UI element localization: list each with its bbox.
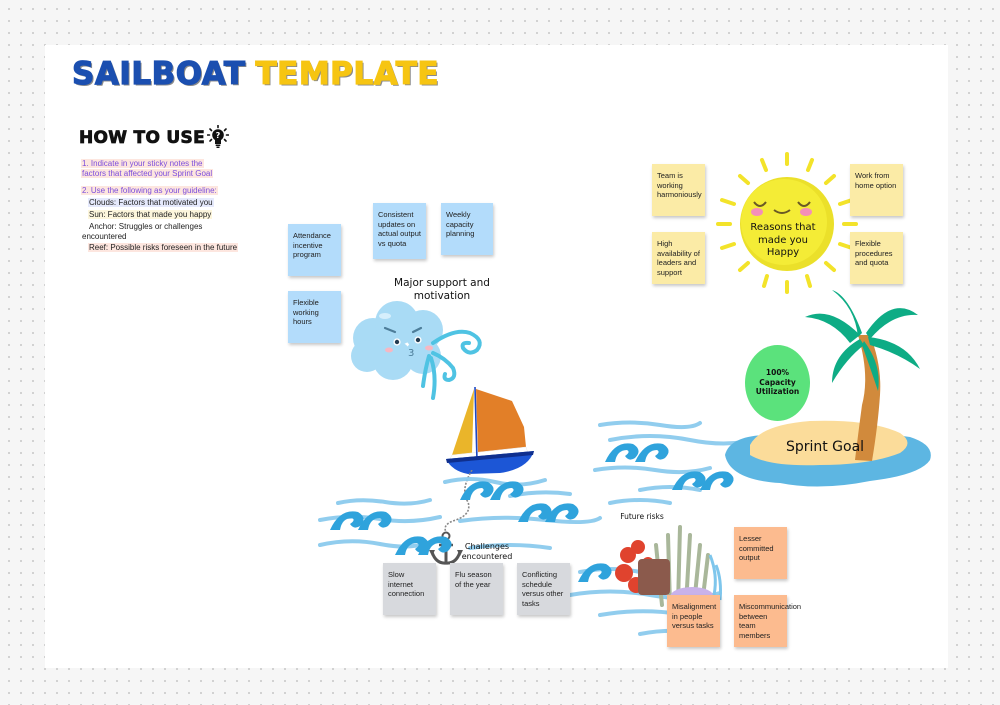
palm-island-icon [725,290,931,487]
sticky-note-sun-3[interactable]: Work from home option [850,164,903,216]
guide-reef: Reef: Possible risks foreseen in the fut… [88,243,239,252]
guide-sun: Sun: Factors that made you happy [88,210,213,219]
how-to-use-heading: HOW TO USE [79,128,205,149]
wave-curl-icon [330,443,734,582]
instruction-step-1: 1. Indicate in your sticky notes the fac… [81,159,214,178]
sticky-note-reef-3[interactable]: Miscommunication between team members [734,595,801,647]
capacity-utilization-badge [745,345,810,421]
ocean-waves [318,420,762,636]
sticky-note-reef-2[interactable]: Misalignment in people versus tasks [667,595,720,647]
lightbulb-question-icon: ? [207,125,229,148]
sticky-note-anchor-2[interactable]: Flu season of the year [450,563,503,615]
sun-label: Reasons that made you Happy [750,222,816,258]
sticky-note-reef-1[interactable]: Lesser committed output [734,527,787,579]
sprint-goal-label: Sprint Goal [785,439,865,455]
sailboat-icon [446,386,534,474]
title-template: TEMPLATE [255,55,440,92]
guide-anchor: Anchor: Struggles or challenges encounte… [82,222,203,241]
sticky-note-cloud-4[interactable]: Weekly capacity planning [441,203,493,255]
svg-text:?: ? [216,131,221,140]
title-sailboat: SAILBOAT [71,55,246,92]
sticky-note-cloud-1[interactable]: Attendance incentive program [288,224,341,276]
sticky-note-sun-2[interactable]: High availability of leaders and support [652,232,705,284]
smiling-sun-icon [716,152,858,294]
sticky-note-cloud-3[interactable]: Consistent updates on actual output vs q… [373,203,426,259]
instruction-step-2: 2. Use the following as your guideline: [81,186,218,195]
sticky-note-cloud-2[interactable]: Flexible working hours [288,291,341,343]
clouds-label: Major support and motivation [394,277,490,302]
sticky-note-anchor-3[interactable]: Conflicting schedule versus other tasks [517,563,570,615]
svg-text:3: 3 [408,348,414,359]
guide-clouds: Clouds: Factors that motivated you [88,198,214,207]
sticky-note-sun-4[interactable]: Flexible procedures and quota [850,232,903,284]
challenges-label: Challenges encountered [461,542,513,561]
wind-cloud-icon: 3 [351,301,482,400]
sticky-note-sun-1[interactable]: Team is working harmoniously [652,164,705,216]
capacity-utilization-label: 100% Capacity Utilization [755,368,800,396]
sticky-note-anchor-1[interactable]: Slow internet connection [383,563,436,615]
future-risks-label: Future risks [620,512,664,521]
